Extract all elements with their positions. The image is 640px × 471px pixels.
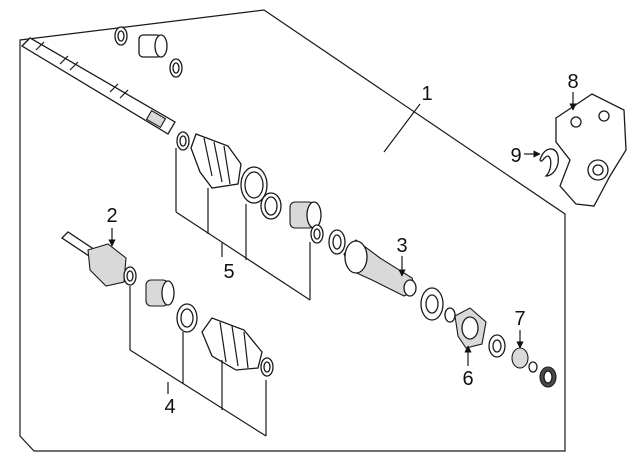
leader-lines-5 (175, 148, 311, 301)
assembly-outline (19, 9, 566, 452)
outer-joint-group (60, 231, 274, 377)
intermediate-shaft (20, 37, 176, 135)
callout-6: 6 (462, 368, 473, 390)
callout-7: 7 (514, 308, 525, 330)
callout-4: 4 (164, 396, 175, 418)
inner-boot-group (176, 131, 324, 244)
callout-1: 1 (421, 83, 432, 105)
retaining-clip (539, 148, 559, 177)
callout-2: 2 (106, 205, 117, 227)
callout-8: 8 (567, 71, 578, 93)
callout-9: 9 (510, 145, 521, 167)
inner-joint-housing (328, 229, 417, 297)
callout-5: 5 (223, 261, 234, 283)
bushing-set (114, 26, 183, 78)
leader-lines-4 (129, 286, 267, 437)
knuckle-bracket (555, 93, 627, 207)
hub-bearing-group (420, 287, 557, 388)
leader-1 (383, 103, 421, 153)
callout-arrows (108, 92, 577, 366)
callout-3: 3 (396, 235, 407, 257)
